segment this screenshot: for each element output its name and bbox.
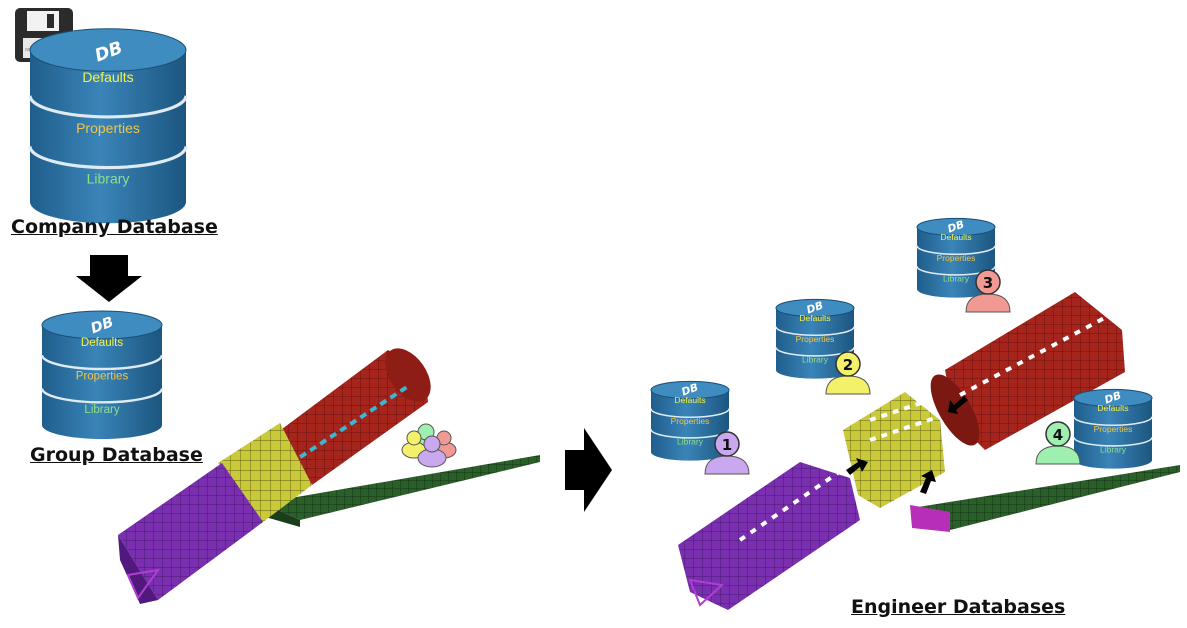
group-db-top [41,310,163,340]
engineer-db-2-properties-label: Properties [796,334,835,344]
engineer-db-1-top [650,380,730,400]
group-db-logo: DB [89,314,116,337]
engineer-db-4-top [1073,388,1153,408]
engineer-4-user-number: 4 [1053,426,1063,444]
engineer-db-3-ring [916,245,996,256]
engineer-2-user-head [835,351,861,377]
engineer-db-4-logo: DB [1103,389,1123,407]
engineer-db-2-logo: DB [805,299,825,317]
engineer-db-3-top [916,217,996,237]
arrow-right-icon [565,428,612,512]
company-database-caption: Company Database [11,216,218,238]
engineer-db-1-library-label: Library [677,436,704,446]
engineer-db-1-logo: DB [680,381,700,399]
engineer-db-1-ring [650,408,730,419]
engineer-db-1-properties-label: Properties [671,416,710,426]
company-db-defaults-label: Defaults [82,69,133,85]
company-db-ring [28,146,188,170]
company-db-library-label: Library [87,170,130,186]
engineer-db-2-ring [775,326,855,337]
engineer-4-user-head [1045,421,1071,447]
engineer-db-3-defaults-label: Defaults [940,232,971,242]
engineer-db-2-defaults-label: Defaults [799,313,830,323]
engineer-1-user-head [714,431,740,457]
engineer-db-2-top [775,298,855,318]
engineer-db-4-body [1074,398,1152,469]
engineer-db-2-library-label: Library [802,354,829,364]
engineer-db-4-ring [1073,416,1153,427]
engineer-db-1-body [651,390,729,461]
engineer-db-3-logo: DB [946,218,966,236]
engineer-databases-caption: Engineer Databases [851,596,1066,618]
engineer-2-user-number: 2 [843,356,853,374]
group-database-caption: Group Database [30,444,203,466]
engineer-3-user-head [975,269,1001,295]
engineer-4-user-body [1035,445,1081,465]
engineer-db-2-ring [775,347,855,357]
engineer-1-user-number: 1 [722,436,732,454]
company-db-properties-label: Properties [76,120,140,136]
arrow-down-icon [76,255,142,302]
group-db-ring [40,354,164,371]
engineer-3-user-number: 3 [983,274,993,292]
engineer-db-2-body [776,308,854,379]
exploded-fuselage-parts [678,292,1180,610]
engineer-db-3-properties-label: Properties [937,253,976,263]
engineer-2-user-body [825,375,871,395]
engineer-db-4-library-label: Library [1100,444,1127,454]
company-db-ring [28,95,188,119]
engineer-db-1-defaults-label: Defaults [674,395,705,405]
engineer-db-3-library-label: Library [943,273,970,283]
aircraft-fuselage-model [118,348,540,604]
group-db-ring [40,388,164,404]
company-db-body [30,50,186,224]
engineer-db-4-properties-label: Properties [1094,424,1133,434]
group-db-library-label: Library [84,404,119,416]
group-db-properties-label: Properties [76,370,129,382]
group-db-defaults-label: Defaults [81,337,123,349]
group-db-body [42,325,162,439]
user-group-icon [401,423,457,468]
engineer-db-4-ring [1073,437,1153,447]
engineer-db-4-defaults-label: Defaults [1097,403,1128,413]
company-db-top [29,28,187,72]
